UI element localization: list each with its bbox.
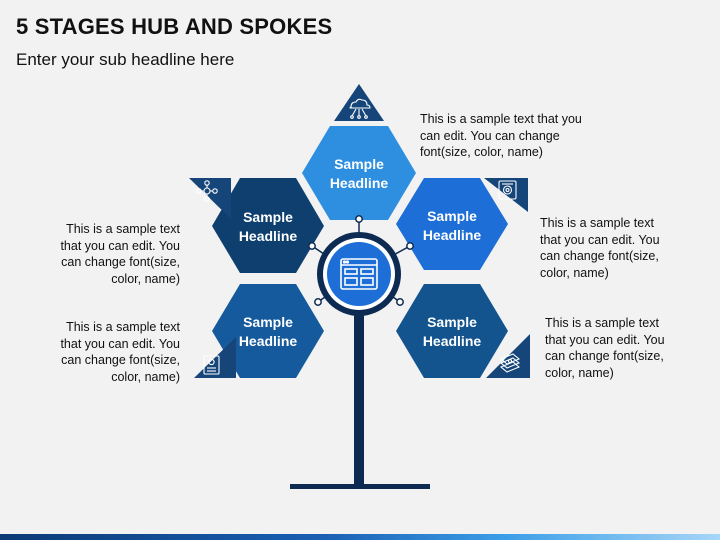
hub-base bbox=[290, 484, 430, 489]
stage-text-upper-right: This is a sample text that you can edit.… bbox=[540, 216, 660, 280]
stage-text-upper-left: This is a sample text that you can edit.… bbox=[60, 222, 180, 286]
stage-text-lower-left: This is a sample text that you can edit.… bbox=[60, 320, 180, 384]
stage-text-lower-right: This is a sample text that you can edit.… bbox=[545, 316, 665, 380]
hexagon-top bbox=[302, 126, 416, 220]
web-window-icon bbox=[340, 258, 378, 290]
page-title: 5 STAGES HUB AND SPOKES bbox=[16, 14, 333, 39]
hexagon-upper-right bbox=[396, 178, 508, 270]
cloud-network-icon bbox=[334, 84, 384, 121]
dot-upper-left bbox=[308, 242, 316, 250]
dot-upper-right bbox=[406, 242, 414, 250]
network-nodes-icon bbox=[189, 178, 231, 219]
money-stack-icon bbox=[486, 334, 530, 378]
stage-headline-upper-right: Sample Headline bbox=[422, 208, 482, 243]
hexagon-upper-left bbox=[212, 178, 324, 273]
stage-headline-lower-right: Sample Headline bbox=[422, 314, 482, 349]
stage-headline-upper-left: Sample Headline bbox=[238, 209, 298, 244]
gear-document-icon bbox=[484, 178, 528, 212]
stage-headline-lower-left: Sample Headline bbox=[238, 314, 298, 349]
hub-pole bbox=[354, 300, 364, 484]
dot-top bbox=[355, 215, 363, 223]
hexagon-lower-left bbox=[212, 284, 324, 378]
stage-headline-top: Sample Headline bbox=[329, 156, 389, 191]
certificate-icon bbox=[194, 337, 236, 378]
connector-dots bbox=[308, 215, 414, 306]
dot-lower-right bbox=[396, 298, 404, 306]
hub-center bbox=[327, 242, 391, 306]
dot-lower-left bbox=[314, 298, 322, 306]
hexagon-lower-right bbox=[396, 284, 508, 378]
footer-accent-bar bbox=[0, 534, 720, 540]
page-subtitle: Enter your sub headline here bbox=[16, 50, 235, 69]
stage-text-top: This is a sample text that you can edit.… bbox=[420, 112, 582, 159]
